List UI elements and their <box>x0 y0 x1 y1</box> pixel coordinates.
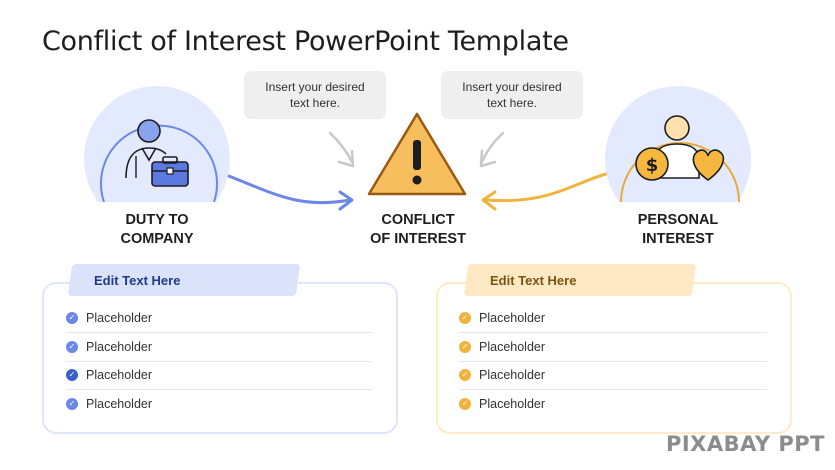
check-icon: ✓ <box>459 312 471 324</box>
divider <box>459 361 767 362</box>
warning-triangle-icon <box>367 112 467 196</box>
blue-arrowhead <box>338 190 354 211</box>
gray-arrowhead-right <box>479 149 497 168</box>
list-item[interactable]: ✓ Placeholder <box>66 333 152 361</box>
personal-circle: $ <box>605 86 751 202</box>
list-item-text: Placeholder <box>86 368 153 382</box>
duty-panel-heading-text: Edit Text Here <box>94 272 181 288</box>
list-item-text: Placeholder <box>479 368 546 382</box>
list-item[interactable]: ✓ Placeholder <box>66 304 152 332</box>
conflict-label-line2: OF INTEREST <box>370 231 466 247</box>
blue-arrow <box>216 170 352 205</box>
check-icon: ✓ <box>459 341 471 353</box>
check-icon: ✓ <box>459 369 471 381</box>
watermark: PIXABAY PPT <box>665 432 825 456</box>
list-item-text: Placeholder <box>86 311 153 325</box>
check-icon: ✓ <box>459 398 471 410</box>
list-item[interactable]: ✓ Placeholder <box>459 333 545 361</box>
list-item[interactable]: ✓ Placeholder <box>459 361 545 389</box>
list-item[interactable]: ✓ Placeholder <box>459 304 545 332</box>
list-item-text: Placeholder <box>479 311 546 325</box>
list-item-text: Placeholder <box>479 340 546 354</box>
duty-panel-heading[interactable]: Edit Text Here <box>67 264 301 296</box>
personal-label-line1: PERSONAL <box>637 212 719 228</box>
gray-arrowhead-left <box>337 149 355 168</box>
check-icon: ✓ <box>66 369 78 381</box>
svg-text:$: $ <box>646 155 659 176</box>
personal-panel <box>436 282 792 434</box>
conflict-label-line1: CONFLICT <box>381 212 455 228</box>
gray-arrow-right <box>480 131 505 164</box>
duty-circle <box>84 86 230 202</box>
check-icon: ✓ <box>66 341 78 353</box>
text-bubble-right[interactable]: Insert your desired text here. <box>441 71 583 119</box>
check-icon: ✓ <box>66 398 78 410</box>
list-item[interactable]: ✓ Placeholder <box>459 390 545 418</box>
text-bubble-left[interactable]: Insert your desired text here. <box>244 71 386 119</box>
text-bubble-left-text: Insert your desired text here. <box>265 80 365 110</box>
personal-label-line2: INTEREST <box>642 231 714 247</box>
duty-label-line2: COMPANY <box>120 231 194 247</box>
list-item[interactable]: ✓ Placeholder <box>66 390 152 418</box>
conflict-label: CONFLICT OF INTEREST <box>348 211 488 249</box>
personal-panel-heading[interactable]: Edit Text Here <box>463 264 697 296</box>
text-bubble-right-text: Insert your desired text here. <box>462 80 562 110</box>
duty-label-line1: DUTY TO <box>125 212 189 228</box>
list-item-text: Placeholder <box>86 397 153 411</box>
person-money-heart-icon: $ <box>635 115 725 181</box>
yellow-arrow <box>484 169 620 203</box>
list-item[interactable]: ✓ Placeholder <box>66 361 152 389</box>
duty-label: DUTY TO COMPANY <box>92 211 222 249</box>
yellow-arrowhead <box>481 190 497 211</box>
list-item-text: Placeholder <box>479 397 546 411</box>
gray-arrow-left <box>328 131 354 164</box>
divider <box>66 361 372 362</box>
list-item-text: Placeholder <box>86 340 153 354</box>
personal-label: PERSONAL INTEREST <box>613 211 743 249</box>
divider <box>66 389 372 390</box>
employee-briefcase-icon <box>125 119 189 187</box>
page-title: Conflict of Interest PowerPoint Template <box>42 26 569 57</box>
divider <box>66 332 372 333</box>
divider <box>459 332 767 333</box>
check-icon: ✓ <box>66 312 78 324</box>
divider <box>459 389 767 390</box>
personal-panel-heading-text: Edit Text Here <box>490 272 577 288</box>
